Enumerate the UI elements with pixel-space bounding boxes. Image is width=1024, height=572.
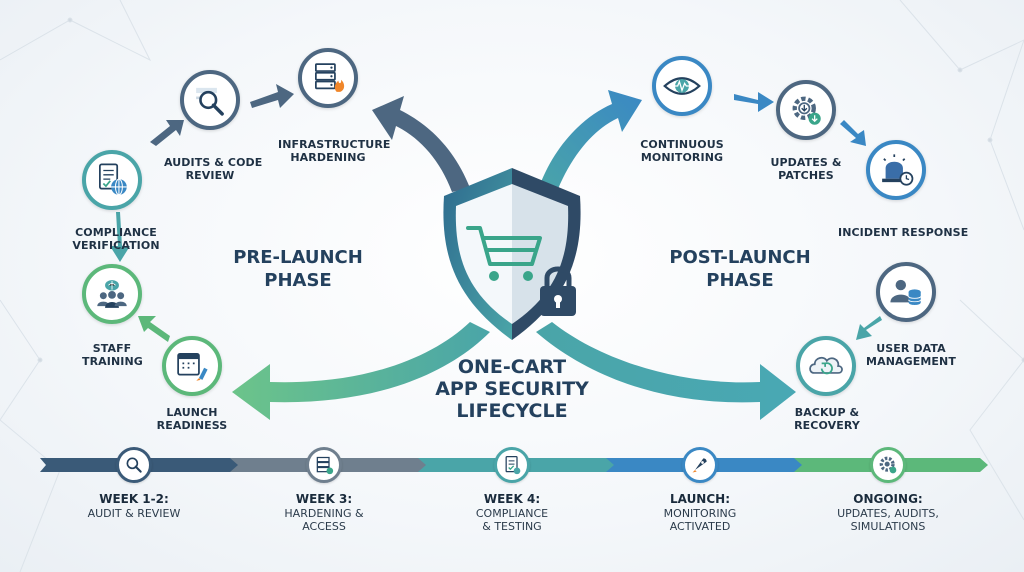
timeline-head-launch: LAUNCH: bbox=[670, 492, 730, 506]
shield-cart-lock-icon bbox=[443, 168, 581, 340]
label-backup-recovery: BACKUP &RECOVERY bbox=[794, 406, 860, 432]
calendar-rocket-icon bbox=[177, 353, 208, 381]
node-incident-response bbox=[866, 140, 926, 200]
magnifier-icon bbox=[196, 87, 224, 116]
node-backup-recovery bbox=[796, 336, 856, 396]
label-incident-response: INCIDENT RESPONSE bbox=[838, 226, 969, 239]
node-infrastructure-hardening bbox=[298, 48, 358, 108]
timeline-head-ongoing: ONGOING: bbox=[853, 492, 923, 506]
timeline-sub-week3: HARDENING &ACCESS bbox=[284, 507, 364, 533]
diagram-title: ONE-CART APP SECURITY LIFECYCLE bbox=[435, 356, 589, 422]
checklist-icon bbox=[505, 456, 521, 475]
node-staff-training bbox=[82, 264, 142, 324]
user-database-icon bbox=[890, 279, 922, 305]
node-continuous-monitoring bbox=[652, 56, 712, 116]
node-audits-code-review bbox=[180, 70, 240, 130]
eye-icon bbox=[663, 77, 701, 95]
timeline-sub-week1-2: AUDIT & REVIEW bbox=[87, 507, 181, 520]
node-compliance-verification bbox=[82, 150, 142, 210]
server-flame-icon bbox=[315, 63, 345, 92]
node-updates-patches bbox=[776, 80, 836, 140]
document-globe-icon bbox=[99, 163, 127, 196]
timeline-head-week3: WEEK 3: bbox=[295, 492, 353, 506]
arrow-to-pre-top bbox=[372, 96, 470, 192]
gear-download-icon bbox=[792, 96, 821, 125]
gear-icon bbox=[879, 456, 897, 474]
arrow-to-post-top bbox=[538, 90, 642, 194]
post-connectors bbox=[734, 92, 882, 340]
timeline-head-week4: WEEK 4: bbox=[483, 492, 541, 506]
cloud-restore-icon bbox=[809, 356, 843, 375]
arrow-to-launch bbox=[232, 322, 490, 420]
timeline-sub-ongoing: UPDATES, AUDITS,SIMULATIONS bbox=[837, 507, 939, 533]
rocket-icon bbox=[692, 458, 707, 473]
label-updates-patches: UPDATES &PATCHES bbox=[770, 156, 842, 182]
team-brain-icon bbox=[97, 280, 127, 308]
node-user-data-management bbox=[876, 262, 936, 322]
pre-connectors bbox=[110, 84, 294, 342]
timeline-head-week1-2: WEEK 1-2: bbox=[99, 492, 169, 506]
server-icon bbox=[316, 456, 334, 475]
arrow-to-backup bbox=[536, 322, 796, 420]
timeline-node-week4 bbox=[494, 447, 530, 483]
timeline-node-launch bbox=[682, 447, 718, 483]
timeline-node-ongoing bbox=[870, 447, 906, 483]
timeline-node-week1-2 bbox=[116, 447, 152, 483]
magnifier-icon bbox=[126, 457, 142, 473]
siren-clock-icon bbox=[882, 154, 914, 186]
timeline-sub-week4: COMPLIANCE& TESTING bbox=[475, 507, 549, 533]
timeline-node-week3 bbox=[306, 447, 342, 483]
node-launch-readiness bbox=[162, 336, 222, 396]
